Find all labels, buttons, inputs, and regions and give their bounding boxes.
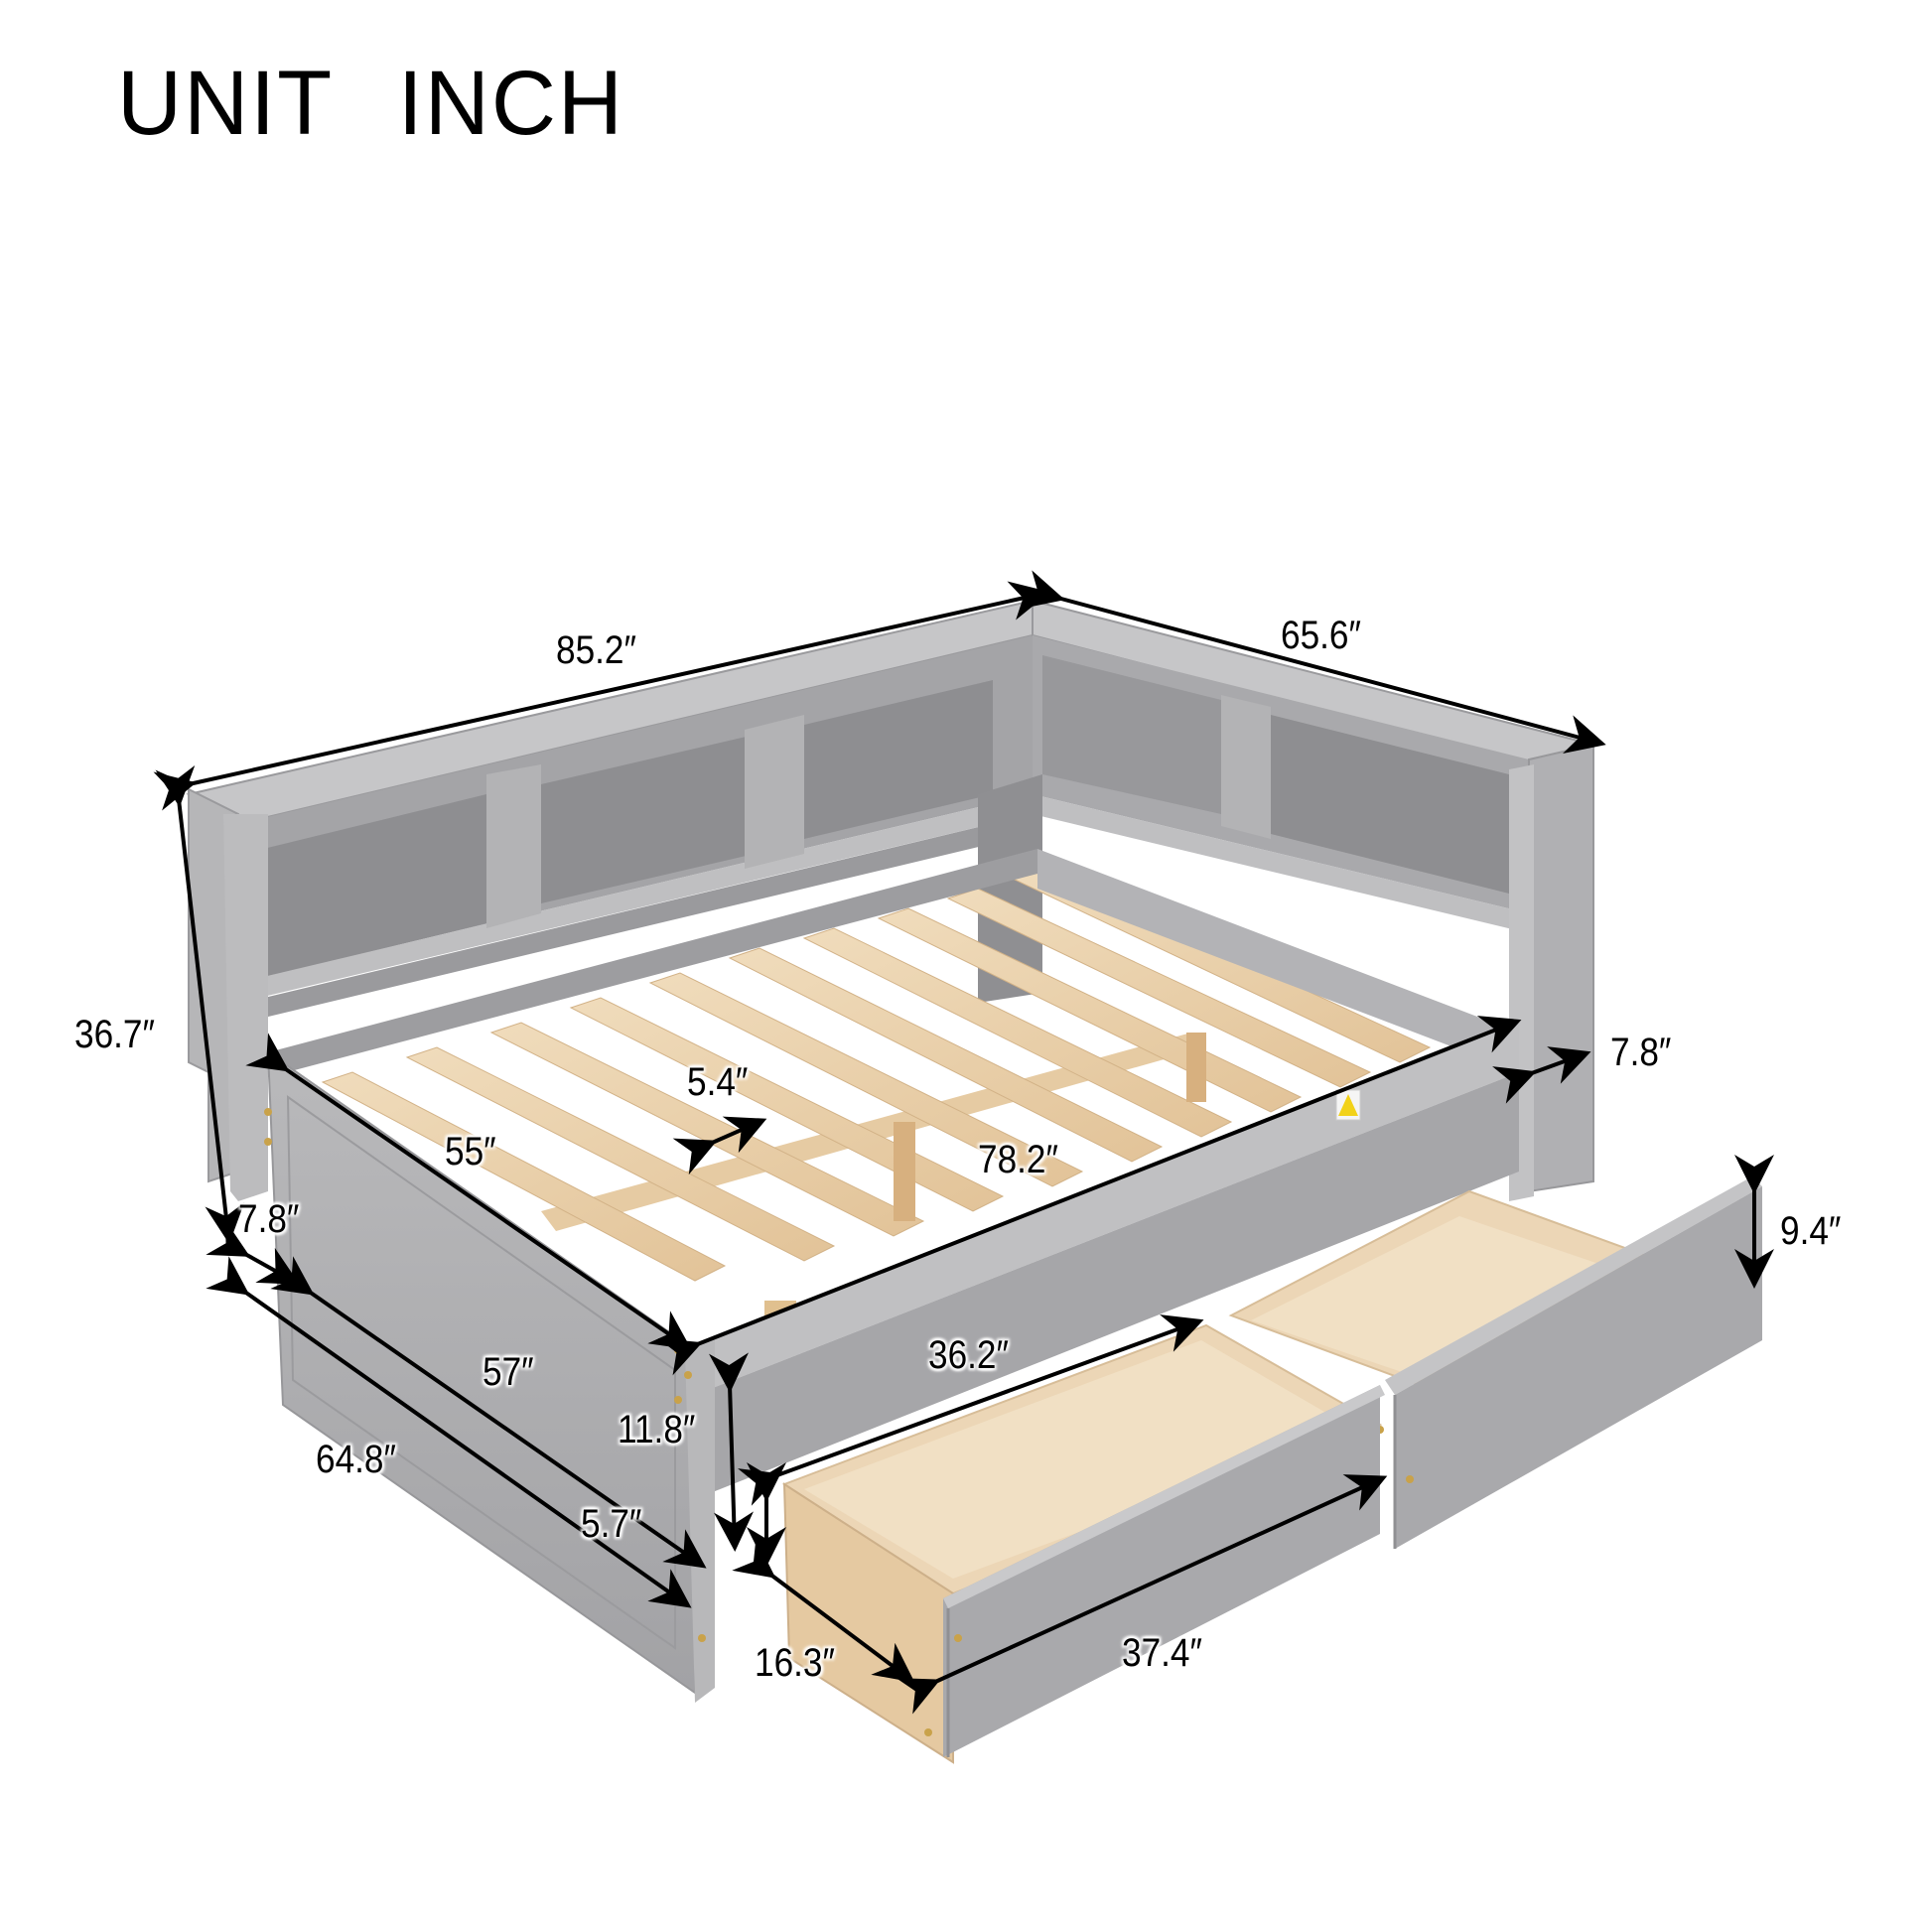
dim-drawer-height: 9.4″ [1780, 1209, 1842, 1253]
dim-inner-length: 78.2″ [978, 1138, 1058, 1181]
dim-slat-spacing: 5.4″ [687, 1060, 749, 1104]
dim-drawer-depth: 16.3″ [755, 1641, 835, 1685]
dim-overall-width: 65.6″ [1281, 614, 1361, 657]
dim-bookcase-depth-left: 7.8″ [238, 1197, 300, 1241]
dim-drawer-length: 37.4″ [1122, 1631, 1202, 1675]
dim-inner-width: 55″ [445, 1130, 496, 1173]
dim-overall-length: 85.2″ [556, 628, 636, 672]
unit-title: UNIT INCH [117, 53, 624, 154]
dim-overall-height: 36.7″ [74, 1013, 155, 1056]
dim-drawer-height-inner: 5.7″ [581, 1502, 642, 1546]
dim-rail-height: 11.8″ [618, 1408, 696, 1451]
dimension-arrows [153, 570, 1774, 1715]
dim-side-rail-length: 57″ [483, 1350, 534, 1394]
dim-bookcase-depth-right: 7.8″ [1610, 1031, 1672, 1074]
dim-drawer-length-inner: 36.2″ [928, 1333, 1009, 1377]
dim-side-length-total: 64.8″ [316, 1438, 396, 1481]
